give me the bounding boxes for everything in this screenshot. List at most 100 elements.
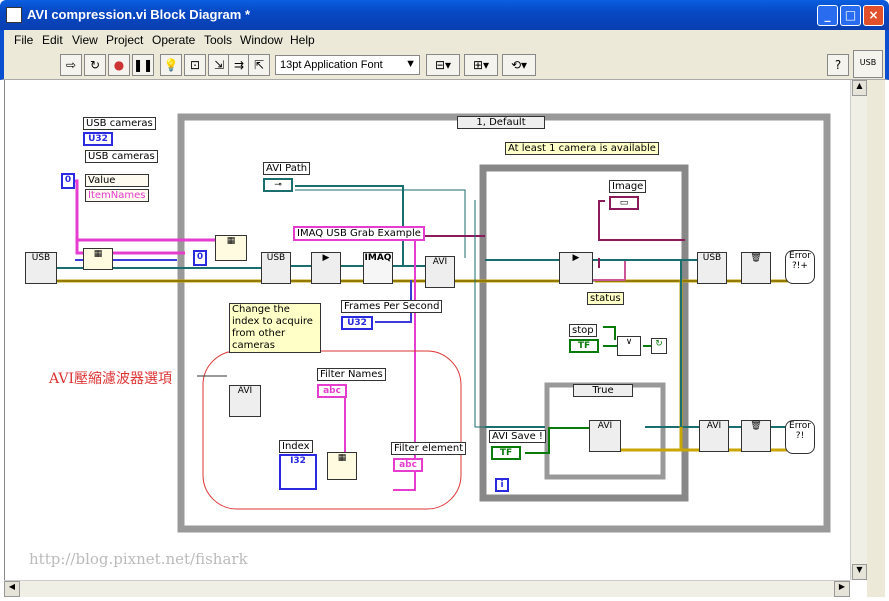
step-into-icon[interactable]: ⇲ [208,54,230,76]
index-type: I32 [290,456,306,466]
avi-save-terminal[interactable]: TF [491,446,521,460]
iteration-terminal: i [495,478,509,492]
index-control[interactable]: I32 [279,454,317,490]
avi-write-node[interactable]: AVI [589,420,621,452]
annotation-text: AVI壓縮濾波器選項 [49,371,173,387]
retain-wire-values-icon[interactable]: ⊡ [184,54,206,76]
true-case-selector[interactable]: True [573,384,633,397]
font-select-value: 13pt Application Font [280,59,383,71]
pause-icon[interactable]: ❚❚ [132,54,154,76]
distribute-objects-icon[interactable]: ⊞▾ [464,54,498,76]
align-objects-icon[interactable]: ⊟▾ [426,54,460,76]
vertical-scrollbar[interactable]: ▲ ▼ [850,80,867,580]
usb-cameras-label-2: USB cameras [85,150,158,163]
menu-project[interactable]: Project [106,33,144,47]
imaq-label: IMAQ USB Grab Example [293,226,425,241]
usb-config-node[interactable]: USB [261,252,291,284]
fps-terminal[interactable]: U32 [341,316,373,330]
filter-element-label: Filter element [391,442,467,455]
while-loop-frame [479,164,689,502]
step-out-icon[interactable]: ⇱ [248,54,270,76]
avi-create-node[interactable]: AVI [425,256,455,288]
reorder-icon[interactable]: ⟲▾ [502,54,536,76]
horizontal-scrollbar[interactable]: ◀ ▶ [4,580,850,597]
loop-condition-icon[interactable]: ↻ [651,338,667,354]
avi-close-node[interactable]: AVI [699,420,729,452]
zero-constant-b[interactable]: 0 [193,250,207,266]
app-icon [6,7,22,23]
close-button[interactable]: × [863,5,884,26]
menu-bar: File Edit View Project Operate Tools Win… [0,30,889,50]
step-over-icon[interactable]: ⇉ [228,54,250,76]
usb-close-label: USB [702,253,722,263]
usb-close-node[interactable]: USB [697,252,727,284]
menu-help[interactable]: Help [290,33,315,47]
menu-edit[interactable]: Edit [42,33,63,47]
scroll-right-icon[interactable]: ▶ [834,581,850,597]
stop-label: stop [569,324,597,337]
font-select[interactable]: 13pt Application Font▼ [275,55,420,75]
or-gate-icon[interactable]: ∨ [617,336,641,356]
scroll-left-icon[interactable]: ◀ [4,581,20,597]
title-bar: AVI compression.vi Block Diagram * _ □ × [0,0,889,30]
scroll-down-icon[interactable]: ▼ [852,564,867,580]
toolbar: ⇨ ↻ ● ❚❚ 💡 ⊡ ⇲ ⇉ ⇱ 13pt Application Font… [0,50,889,80]
menu-window[interactable]: Window [240,33,283,47]
usb-cameras-label-1: USB cameras [83,117,156,130]
avi-path-terminal[interactable]: ⊸ [263,178,293,192]
avi-filters-label: AVI [237,386,253,396]
watermark: http://blog.pixnet.net/fishark [29,550,248,568]
annotation-ellipse [202,350,462,510]
error-handler-node-2[interactable]: Error ?! [785,420,815,454]
error-handler-node-1[interactable]: Error ?!+ [785,250,815,284]
avi-path-label: AVI Path [263,162,311,175]
usb-open-label: USB [31,253,51,263]
avi-filters-node[interactable]: AVI [229,385,261,417]
avi-save-label: AVI Save ! [489,430,546,443]
status-text: status [590,293,621,304]
image-terminal[interactable]: ▭ [609,196,639,210]
highlight-execution-icon[interactable]: 💡 [160,54,182,76]
menu-view[interactable]: View [72,33,98,47]
itemnames-property[interactable]: ItemNames [85,189,149,202]
usb-grab-node[interactable]: ▶ [559,252,593,284]
minimize-button[interactable]: _ [817,5,838,26]
run-continuously-icon[interactable]: ↻ [84,54,106,76]
scroll-up-icon[interactable]: ▲ [852,80,867,96]
status-indicator[interactable]: status [587,292,624,305]
avi-write-label: AVI [597,421,613,431]
menu-file[interactable]: File [14,33,34,47]
available-comment: At least 1 camera is available [505,142,659,155]
filter-names-terminal[interactable]: abc [317,384,347,398]
dispose-image-node[interactable]: 🗑 [741,252,771,284]
avi-close-label: AVI [706,421,722,431]
menu-tools[interactable]: Tools [204,33,233,47]
index-array-node-2[interactable]: ▦ [215,235,247,261]
context-help-button[interactable]: ? [827,54,849,76]
usb-start-node[interactable]: ▶ [311,252,341,284]
abort-icon[interactable]: ● [108,54,130,76]
window-border-right [867,80,885,597]
run-arrow-icon[interactable]: ⇨ [60,54,82,76]
filter-names-label: Filter Names [317,368,386,381]
u32-terminal[interactable]: U32 [83,132,113,146]
filter-element-terminal[interactable]: abc [393,458,423,472]
usb-open-node[interactable]: USB [25,252,57,284]
imaq-create-node[interactable]: IMAQ [363,252,393,284]
stop-terminal[interactable]: TF [569,339,599,353]
window-title: AVI compression.vi Block Diagram * [27,7,250,22]
dispose-node-2[interactable]: 🗑 [741,420,771,452]
change-index-comment: Change the index to acquire from other c… [229,303,321,353]
value-property[interactable]: Value [85,174,149,187]
maximize-button[interactable]: □ [840,5,861,26]
vi-icon: USB [853,50,883,78]
case-selector-label: 1, Default [476,117,526,128]
usb-config-label: USB [266,253,286,263]
index-array-node-3[interactable]: ▦ [327,452,357,480]
index-label: Index [279,440,313,453]
case-selector[interactable]: 1, Default [457,116,545,129]
block-diagram-canvas[interactable]: 1, Default At least 1 camera is availabl… [4,80,850,580]
index-array-node-1[interactable]: ▦ [83,248,113,270]
zero-constant-a[interactable]: 0 [61,173,75,189]
menu-operate[interactable]: Operate [152,33,196,47]
